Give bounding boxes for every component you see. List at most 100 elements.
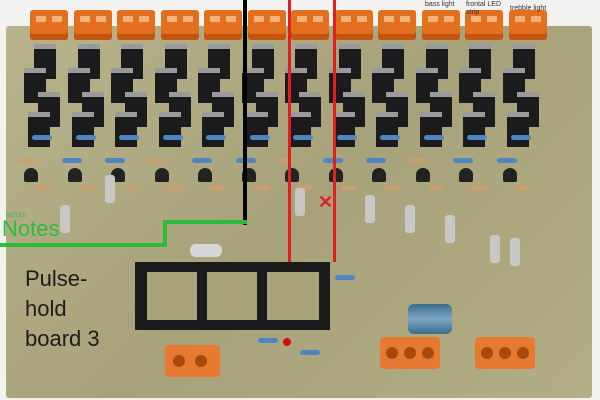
ceramic-resistor [365, 195, 375, 223]
label-frontal-led: frontal LED strip [466, 1, 502, 16]
ic-socket [135, 262, 330, 330]
notes-small-label: NOTES [6, 213, 27, 219]
black-divider-line [243, 0, 247, 225]
resistor [249, 135, 270, 140]
top-connector [378, 10, 416, 40]
power-transistor [289, 112, 311, 147]
ceramic-resistor [405, 205, 415, 233]
socket-opening [147, 272, 197, 320]
resistor [79, 185, 96, 190]
socket-opening [267, 272, 319, 320]
ceramic-resistor [295, 188, 305, 216]
resistor [32, 135, 52, 140]
red-divider-line [333, 0, 336, 262]
top-connector [508, 10, 547, 40]
resistor [119, 135, 139, 140]
ceramic-resistor [445, 215, 455, 243]
transistor [459, 168, 473, 182]
resistor [453, 158, 473, 163]
top-connector [73, 10, 112, 40]
transistor [67, 168, 82, 182]
top-connector [30, 10, 68, 40]
power-transistor [376, 112, 398, 147]
green-notes-line [165, 220, 247, 224]
power-transistor [71, 112, 94, 147]
resistor [340, 185, 357, 190]
power-transistor [419, 112, 442, 147]
top-connector [247, 10, 286, 40]
resistor [336, 135, 357, 140]
resistor [467, 135, 487, 140]
power-transistor [202, 112, 224, 147]
top-connector [117, 10, 155, 40]
resistor [423, 135, 444, 140]
ceramic-resistor [60, 205, 70, 233]
green-notes-line [163, 220, 167, 247]
top-connector [204, 10, 242, 40]
top-connector [465, 10, 503, 40]
power-transistor [245, 112, 268, 147]
notes-label: Notes [2, 216, 60, 241]
power-transistor [28, 112, 50, 147]
power-transistor [158, 112, 181, 147]
transistor [372, 168, 386, 182]
top-connector [334, 10, 373, 40]
resistor [409, 158, 426, 163]
transistor [154, 168, 169, 182]
electrolytic-capacitor [408, 304, 452, 334]
bottom-connector [380, 337, 440, 369]
resistor [162, 135, 183, 140]
label-trebble-light: trebble light [510, 5, 547, 12]
resistor [514, 185, 531, 190]
board-title-line: Pulse- [25, 266, 88, 291]
transistor [24, 168, 38, 182]
top-connector [160, 10, 199, 40]
resistor [279, 158, 295, 163]
resistor [123, 185, 139, 190]
ceramic-resistor [510, 238, 520, 266]
top-connector [291, 10, 329, 40]
resistor [380, 135, 400, 140]
resistor [322, 158, 343, 163]
crystal [190, 244, 222, 257]
board-title: Pulse- hold board 3 [25, 264, 100, 354]
resistor [300, 350, 320, 355]
red-x-mark: ✕ [318, 192, 334, 212]
resistor [210, 185, 226, 190]
resistor [427, 185, 444, 190]
resistor [510, 135, 531, 140]
resistor [293, 135, 313, 140]
red-led [283, 338, 291, 346]
resistor [206, 135, 226, 140]
label-bass-light: bass light [425, 1, 455, 8]
resistor [335, 275, 355, 280]
top-connector [421, 10, 460, 40]
resistor [18, 158, 34, 163]
board-title-line: board 3 [25, 326, 100, 351]
resistor [192, 158, 212, 163]
resistor [496, 158, 517, 163]
resistor [471, 185, 487, 190]
resistor [36, 185, 52, 190]
green-notes-line [0, 243, 167, 247]
resistor [297, 185, 313, 190]
bottom-connector [475, 337, 535, 369]
resistor [366, 158, 386, 163]
resistor [75, 135, 96, 140]
resistor [105, 158, 125, 163]
power-transistor [463, 112, 485, 147]
bottom-connector [165, 345, 220, 377]
socket-opening [207, 272, 257, 320]
resistor [253, 185, 270, 190]
ceramic-resistor [490, 235, 500, 263]
resistor [384, 185, 400, 190]
ceramic-resistor [105, 175, 115, 203]
board-title-line: hold [25, 296, 67, 321]
power-transistor [506, 112, 529, 147]
transistor [502, 168, 517, 182]
resistor [148, 158, 165, 163]
resistor [61, 158, 82, 163]
power-transistor [115, 112, 137, 147]
resistor [258, 338, 278, 343]
